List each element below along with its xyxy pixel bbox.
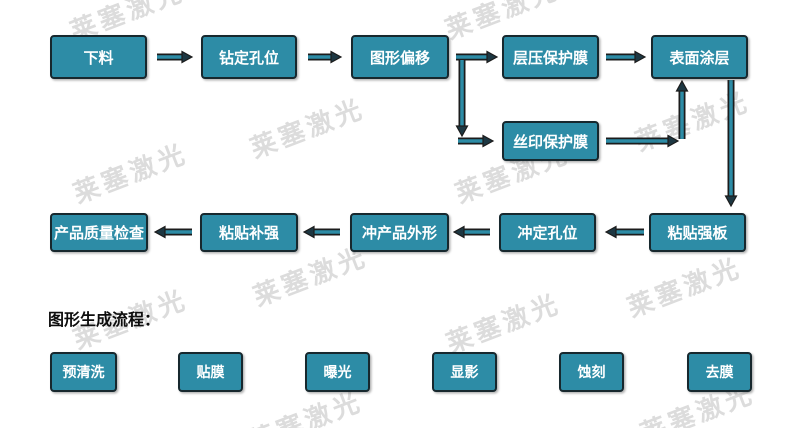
flow-box-quality-inspection: 产品质量检查 (50, 213, 148, 252)
pattern-box-pre-clean: 预清洗 (50, 352, 117, 392)
flow-box-drill-holes: 钻定孔位 (201, 35, 297, 79)
watermark: 莱塞激光 (246, 93, 370, 165)
arrow-blanking-to-drill (157, 50, 194, 64)
flow-box-screen-print-film: 丝印保护膜 (502, 121, 599, 161)
pattern-box-etching: 蚀刻 (559, 352, 624, 392)
pattern-box-film-stripping: 去膜 (687, 352, 752, 392)
flow-box-punch-product-outline: 冲产品外形 (350, 213, 449, 252)
pattern-section-heading: 图形生成流程： (48, 310, 161, 329)
watermark: 莱塞激光 (69, 138, 193, 210)
flow-box-punch-holes: 冲定孔位 (499, 213, 596, 252)
pattern-box-development: 显影 (432, 352, 497, 392)
flow-box-reinforcement-paste: 粘贴补强 (200, 213, 298, 252)
watermark: 莱塞激光 (631, 86, 755, 158)
pattern-box-film-lamination: 贴膜 (178, 352, 243, 392)
watermark: 莱塞激光 (623, 252, 747, 324)
arrow-punch-holes-to-outline (452, 225, 490, 239)
arrow-laminate-to-surface-coating (606, 50, 647, 64)
flow-box-surface-coating: 表面涂层 (651, 35, 748, 79)
arrow-outline-to-reinforcement (302, 225, 340, 239)
flow-box-laminate-protective-film: 层压保护膜 (502, 35, 599, 79)
flow-box-blanking: 下料 (50, 35, 147, 79)
watermark: 莱塞激光 (442, 288, 566, 360)
arrow-pattern-shift-to-laminate (456, 50, 499, 64)
arrow-stiffener-to-punch-holes (604, 225, 644, 239)
arrow-into-screen-print (458, 134, 495, 148)
arrow-drill-to-pattern-shift (308, 50, 343, 64)
flow-box-pattern-shift: 图形偏移 (351, 35, 449, 79)
pattern-box-exposure: 曝光 (305, 352, 370, 392)
flow-box-stiffener-paste: 粘贴强板 (649, 213, 746, 252)
arrow-reinforcement-to-inspection (153, 225, 192, 239)
arrow-branch-down (455, 60, 469, 138)
